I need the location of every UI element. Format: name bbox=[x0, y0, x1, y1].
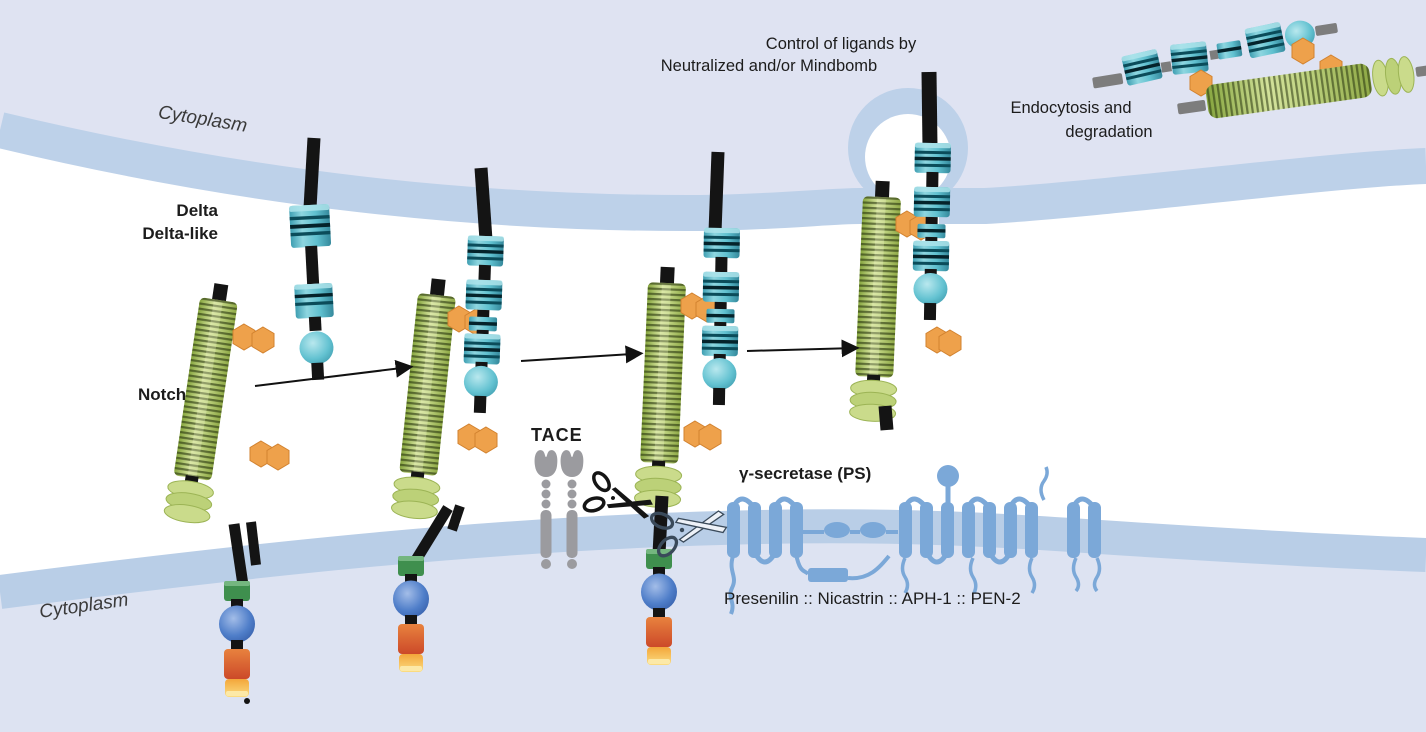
control-of-ligands-label-line1: Control of ligands by bbox=[765, 35, 917, 53]
gamma-secretase-label: γ-secretase (PS) bbox=[739, 464, 872, 483]
delta-label-line2: Delta-like bbox=[142, 224, 218, 243]
degraded-notch-fragment bbox=[1177, 56, 1426, 119]
scissors-s2-cleavage-icon bbox=[582, 471, 653, 519]
stage3-delta-ligand bbox=[701, 151, 740, 405]
endocytosis-label-line2: degradation bbox=[1065, 123, 1153, 141]
receiving-cell-bottom bbox=[0, 509, 1426, 732]
arrow-stage2-to-3 bbox=[520, 345, 644, 364]
stage1-glycans bbox=[232, 323, 290, 471]
bottom-cytoplasm-fill bbox=[0, 526, 1426, 732]
scissors-s3-cleavage-icon bbox=[649, 510, 728, 558]
stage2-notch-receptor bbox=[390, 276, 465, 672]
stage4-notch-ecd bbox=[848, 179, 907, 431]
stage2-delta-ligand bbox=[462, 167, 504, 414]
endocytosis-label-line1: Endocytosis and bbox=[1010, 99, 1132, 117]
top-cytoplasm-fill bbox=[0, 0, 1426, 214]
delta-label-line1: Delta bbox=[176, 201, 218, 220]
top-membrane-band bbox=[0, 112, 1426, 232]
stage1-notch-receptor bbox=[162, 280, 261, 704]
tace-label: TACE bbox=[531, 425, 583, 445]
gamma-secretase-complex bbox=[727, 465, 1102, 615]
progression-arrows bbox=[254, 339, 860, 387]
notch-label: Notch bbox=[138, 385, 187, 404]
stage4-delta-ligand bbox=[912, 71, 951, 320]
stage1-delta-ligand bbox=[289, 137, 339, 381]
arrow-stage3-to-4 bbox=[746, 339, 860, 358]
control-of-ligands-label-line2: Neutralized and/or Mindbomb bbox=[660, 57, 878, 75]
arrow-stage1-to-2 bbox=[254, 359, 414, 387]
presenilin-complex-label: Presenilin :: Nicastrin :: APH-1 :: PEN-… bbox=[724, 589, 1021, 608]
